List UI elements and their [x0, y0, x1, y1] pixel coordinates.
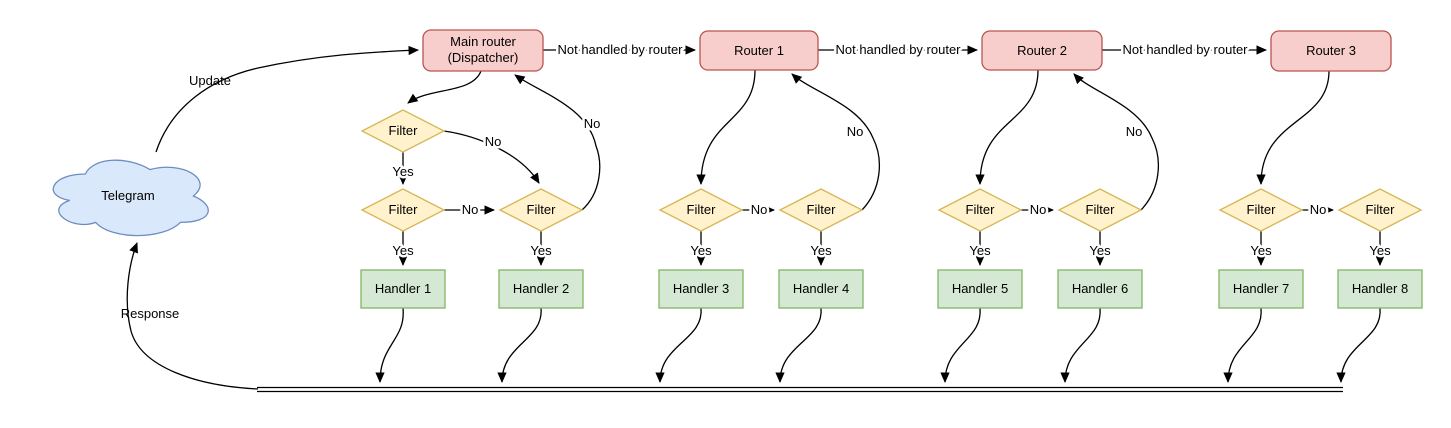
edge-handler6-to-bus — [1060, 307, 1101, 383]
filter-D-label: Filter — [687, 202, 717, 217]
yes-label-4: Yes — [810, 243, 832, 258]
edge-filter7-no-return — [1073, 73, 1160, 211]
yes-label-3: Yes — [690, 243, 712, 258]
handler-1-node — [360, 269, 446, 309]
edge-filterA-no — [443, 130, 540, 184]
not-handled-label-1: Not handled by router — [557, 42, 683, 57]
edge-handler3-to-bus — [655, 307, 702, 383]
filter-B-diamond — [360, 188, 446, 232]
router-1-node — [699, 30, 819, 71]
filter-G-diamond — [1057, 188, 1143, 232]
filter-H-diamond — [1218, 188, 1304, 232]
filter-H-label: Filter — [1247, 202, 1277, 217]
handler-2-node — [498, 269, 584, 309]
yes-label-5: Yes — [969, 243, 991, 258]
update-label: Update — [189, 73, 231, 88]
handler-4-node — [778, 269, 864, 309]
main-router-label-line2: (Dispatcher) — [448, 50, 519, 65]
router-3-node — [1270, 30, 1392, 72]
edge-router1-to-filter — [696, 69, 756, 185]
edge-handler5-to-bus — [940, 307, 981, 383]
telegram-label: Telegram — [101, 188, 154, 203]
router-3-label: Router 3 — [1306, 43, 1356, 58]
edge-router3-to-filter — [1256, 70, 1330, 185]
response-label: Response — [121, 306, 180, 321]
edge-handler7-to-bus — [1223, 307, 1262, 383]
filter-B-label: Filter — [389, 202, 419, 217]
handler-8-label: Handler 8 — [1352, 281, 1408, 296]
no-label-filter8: No — [1310, 202, 1327, 217]
edge-router2-to-filter — [975, 69, 1039, 185]
not-handled-label-2: Not handled by router — [835, 42, 961, 57]
handler-3-node — [658, 269, 744, 309]
filter-C-diamond — [498, 188, 584, 232]
filter-E-diamond — [778, 188, 864, 232]
yes-label-6: Yes — [1089, 243, 1111, 258]
labels: Telegram Main router (Dispatcher) Router… — [101, 34, 1408, 321]
no-label-filter4: No — [751, 202, 768, 217]
no-label-filter6: No — [1030, 202, 1047, 217]
filter-I-label: Filter — [1366, 202, 1396, 217]
nodes — [52, 29, 1423, 309]
main-router-node — [422, 29, 544, 72]
yes-label-2: Yes — [530, 243, 552, 258]
edge-dispatcher-to-filter — [407, 70, 482, 104]
handler-3-label: Handler 3 — [673, 281, 729, 296]
no-label-return-router2: No — [1126, 124, 1143, 139]
edge-filter5-no-return — [791, 73, 881, 211]
yes-label-1: Yes — [392, 243, 414, 258]
yes-label-8: Yes — [1369, 243, 1391, 258]
filter-G-label: Filter — [1086, 202, 1116, 217]
no-label-filterA: No — [485, 134, 502, 149]
handler-4-label: Handler 4 — [793, 281, 849, 296]
router-2-node — [981, 30, 1103, 71]
filter-A-label: Filter — [389, 123, 419, 138]
handler-8-node — [1337, 269, 1423, 309]
handler-6-node — [1057, 269, 1143, 309]
main-router-label-line1: Main router — [450, 34, 516, 49]
filter-A-diamond — [360, 109, 446, 153]
handler-7-node — [1218, 269, 1304, 309]
no-label-return-router1: No — [847, 124, 864, 139]
handler-5-node — [937, 269, 1023, 309]
edge-response — [126, 242, 259, 390]
filter-F-diamond — [937, 188, 1023, 232]
handler-5-label: Handler 5 — [952, 281, 1008, 296]
edges — [126, 45, 1385, 393]
yes-label-7: Yes — [1250, 243, 1272, 258]
edge-filterC-no-return — [514, 74, 601, 211]
handler-6-label: Handler 6 — [1072, 281, 1128, 296]
telegram-cloud — [52, 159, 209, 237]
edge-handler2-to-bus — [497, 307, 542, 383]
yes-label-filterA: Yes — [392, 164, 414, 179]
edge-handler1-to-bus — [375, 307, 404, 383]
router-2-label: Router 2 — [1017, 43, 1067, 58]
not-handled-label-3: Not handled by router — [1122, 42, 1248, 57]
edge-update — [155, 45, 419, 153]
handler-7-label: Handler 7 — [1233, 281, 1289, 296]
filter-D-diamond — [658, 188, 744, 232]
edge-handler8-to-bus — [1336, 307, 1381, 383]
no-label-filterB: No — [462, 202, 479, 217]
router-1-label: Router 1 — [734, 43, 784, 58]
handler-1-label: Handler 1 — [375, 281, 431, 296]
filter-C-label: Filter — [527, 202, 557, 217]
no-label-return-main: No — [584, 116, 601, 131]
filter-F-label: Filter — [966, 202, 996, 217]
filter-E-label: Filter — [807, 202, 837, 217]
edge-handler4-to-bus — [775, 307, 822, 383]
handler-2-label: Handler 2 — [513, 281, 569, 296]
filter-I-diamond — [1337, 188, 1423, 232]
